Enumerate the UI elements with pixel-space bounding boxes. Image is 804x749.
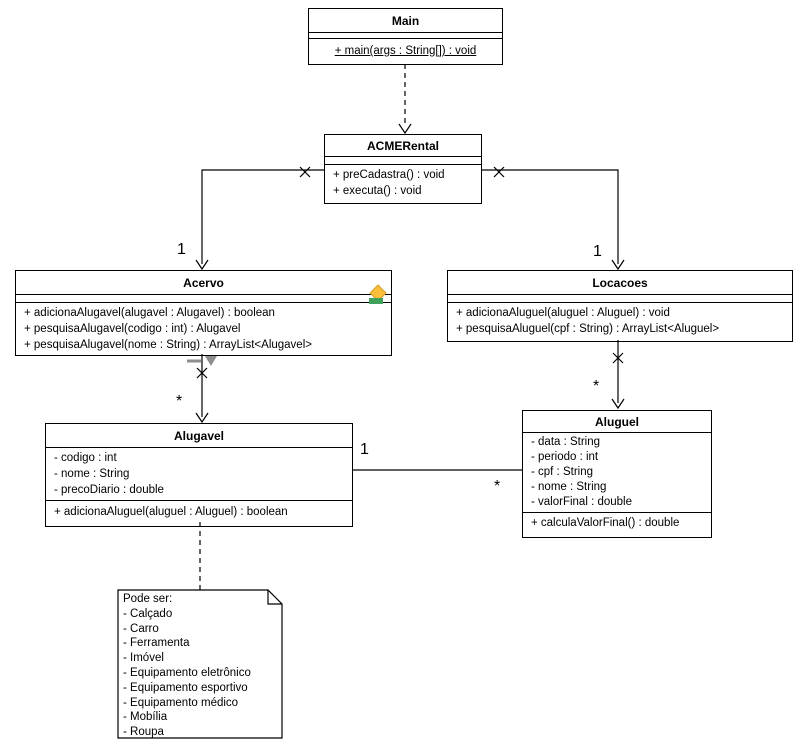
note-item: - Roupa: [123, 726, 164, 739]
attribute: - codigo : int: [54, 452, 117, 464]
class-locacoes-name: Locacoes: [448, 271, 792, 295]
association-acmerental-to-acervo[interactable]: [195, 166, 324, 271]
association-locacoes-to-aluguel[interactable]: [611, 340, 625, 410]
method: + pesquisaAluguel(cpf : String) : ArrayL…: [456, 323, 720, 335]
class-acmerental-methods-compartment: + preCadastra() : void + executa() : voi…: [325, 165, 481, 203]
class-acervo-attributes-compartment: [16, 295, 391, 303]
attribute: - periodo : int: [531, 451, 599, 463]
class-acmerental-attributes-compartment: [325, 157, 481, 165]
class-aluguel-methods-compartment: + calculaValorFinal() : double: [523, 513, 711, 537]
open-arrowhead-icon: [398, 123, 412, 135]
class-alugavel-attributes-compartment: - codigo : int - nome : String - precoDi…: [46, 448, 352, 501]
association-acmerental-to-locacoes[interactable]: [482, 166, 625, 271]
non-navigable-x-icon: [196, 367, 208, 379]
note-pode-ser: Pode ser: - Calçado - Carro - Ferramenta…: [123, 592, 279, 740]
dependency-main-to-acmerental[interactable]: [398, 64, 412, 135]
class-alugavel[interactable]: Alugavel - codigo : int - nome : String …: [45, 423, 353, 527]
class-acmerental[interactable]: ACMERental + preCadastra() : void + exec…: [324, 134, 482, 204]
note-item: - Equipamento médico: [123, 696, 239, 709]
class-locacoes[interactable]: Locacoes + adicionaAluguel(aluguel : Alu…: [447, 270, 793, 342]
attribute: - cpf : String: [531, 466, 593, 478]
class-aluguel-attributes-compartment: - data : String - periodo : int - cpf : …: [523, 433, 711, 513]
method: + adicionaAluguel(aluguel : Aluguel) : b…: [54, 506, 288, 518]
note-item: - Ferramenta: [123, 637, 190, 650]
note-item: - Calçado: [123, 607, 173, 620]
class-main-methods-compartment: + main(args : String[]) : void: [309, 39, 502, 64]
note-item: - Mobília: [123, 711, 168, 724]
open-arrowhead-icon: [611, 398, 625, 410]
open-arrowhead-icon: [611, 259, 625, 271]
method: + pesquisaAlugavel(codigo : int) : Aluga…: [24, 323, 241, 335]
non-navigable-x-icon: [612, 352, 624, 364]
class-alugavel-methods-compartment: + adicionaAluguel(aluguel : Aluguel) : b…: [46, 501, 352, 526]
class-main-attributes-compartment: [309, 33, 502, 39]
note-item: - Imóvel: [123, 652, 164, 665]
open-arrowhead-icon: [195, 259, 209, 271]
note-item: - Equipamento eletrônico: [123, 666, 251, 679]
non-navigable-x-icon: [493, 166, 505, 178]
attribute: - data : String: [531, 436, 601, 448]
multiplicity-label-acervo: 1: [177, 241, 186, 258]
attribute: - precoDiario : double: [54, 484, 164, 496]
class-acervo[interactable]: Acervo + adicionaAlugavel(alugavel : Alu…: [15, 270, 392, 356]
class-locacoes-attributes-compartment: [448, 295, 792, 303]
multiplicity-label-alugavel-many: *: [176, 393, 183, 410]
attribute: - valorFinal : double: [531, 496, 632, 508]
method: + executa() : void: [333, 185, 422, 197]
method: + adicionaAluguel(aluguel : Aluguel) : v…: [456, 307, 670, 319]
gray-triangle-icon: [205, 356, 217, 366]
class-alugavel-name: Alugavel: [46, 424, 352, 448]
note-title: Pode ser:: [123, 593, 173, 605]
method: + pesquisaAlugavel(nome : String) : Arra…: [24, 339, 312, 351]
note-item: - Equipamento esportivo: [123, 681, 248, 694]
method: + preCadastra() : void: [333, 169, 445, 181]
association-acervo-to-alugavel[interactable]: [195, 354, 209, 424]
class-aluguel[interactable]: Aluguel - data : String - periodo : int …: [522, 410, 712, 538]
class-acervo-name: Acervo: [16, 271, 391, 295]
method: + main(args : String[]) : void: [334, 45, 477, 57]
method: + calculaValorFinal() : double: [531, 517, 680, 529]
class-main[interactable]: Main + main(args : String[]) : void: [308, 8, 503, 65]
attribute: - nome : String: [531, 481, 607, 493]
multiplicity-label-locacoes: 1: [593, 243, 602, 260]
multiplicity-label-assoc-one: 1: [360, 441, 369, 458]
class-main-name: Main: [309, 9, 502, 33]
multiplicity-label-aluguel-many: *: [593, 378, 600, 395]
class-locacoes-methods-compartment: + adicionaAluguel(aluguel : Aluguel) : v…: [448, 303, 792, 341]
selection-handle-icons: [187, 356, 217, 366]
method: + adicionaAlugavel(alugavel : Alugavel) …: [24, 307, 275, 319]
multiplicity-label-assoc-many: *: [494, 478, 501, 495]
class-acervo-methods-compartment: + adicionaAlugavel(alugavel : Alugavel) …: [16, 303, 391, 355]
class-acmerental-name: ACMERental: [325, 135, 481, 157]
non-navigable-x-icon: [299, 166, 311, 178]
note-item: - Carro: [123, 622, 159, 635]
class-aluguel-name: Aluguel: [523, 411, 711, 433]
open-arrowhead-icon: [195, 412, 209, 424]
attribute: - nome : String: [54, 468, 130, 480]
